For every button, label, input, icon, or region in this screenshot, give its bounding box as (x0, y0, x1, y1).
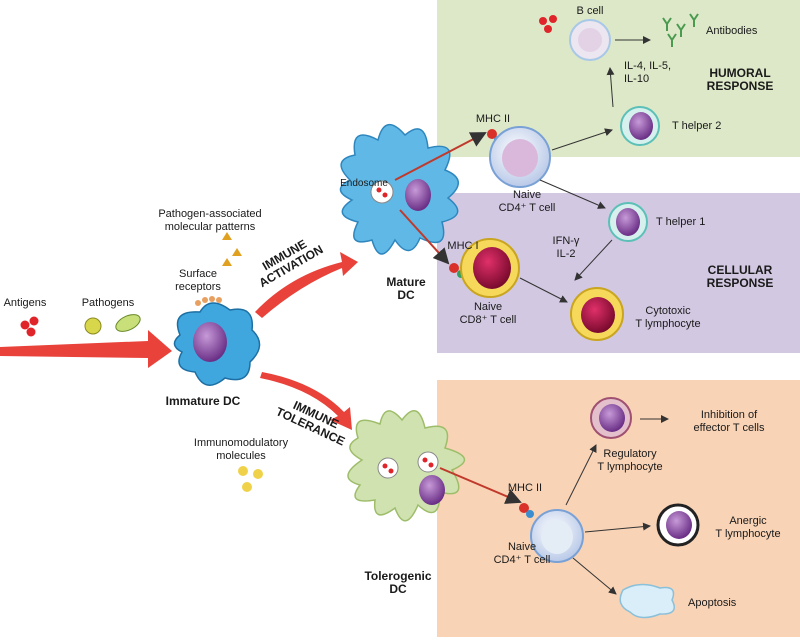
naive-cd8-cell (460, 238, 520, 298)
label-immunomodulatory-text: Immunomodulatory molecules (193, 437, 289, 462)
mhc2-transport-arrow (394, 132, 487, 181)
label-il-list-text: IL-4, IL-5, IL-10 (624, 60, 672, 85)
label-mhc1: MHC I (447, 240, 479, 252)
mhc1-transport-arrow (399, 209, 450, 265)
label-naive-cd4-bottom: Naive CD4⁺ T cell (486, 541, 558, 567)
t-helper-1-cell (608, 202, 648, 242)
label-immature-dc: Immature DC (165, 394, 241, 408)
label-humoral-response-text: HUMORAL RESPONSE (706, 66, 774, 93)
label-apoptosis: Apoptosis (688, 597, 737, 609)
arrow-cd4-th2 (551, 128, 613, 151)
label-naive-cd8-text: Naive CD8⁺ T cell (459, 301, 517, 326)
label-antigens: Antigens (3, 297, 47, 309)
mhc2-bottom-icon (519, 503, 534, 518)
label-surface-receptors-text: Surface receptors (175, 268, 221, 293)
label-naive-cd8: Naive CD8⁺ T cell (452, 301, 524, 327)
arrow-cd8-cytotoxic (519, 277, 568, 303)
label-tolerogenic-dc: Tolerogenic DC (358, 570, 438, 596)
antibody-icons (662, 13, 699, 47)
surface-receptor-icons (195, 296, 222, 306)
tolerance-arrow (260, 372, 352, 430)
activation-arrow (255, 252, 358, 318)
b-cell-antigen-dots (539, 15, 557, 33)
entry-arrow (0, 330, 172, 368)
label-surface-receptors: Surface receptors (168, 268, 228, 294)
arrow-th1-cytotoxic (574, 239, 613, 281)
arrow-th2-bcell (606, 67, 615, 108)
label-endosome: Endosome (340, 178, 388, 189)
regulatory-cell (590, 397, 632, 439)
label-cellular-response: CELLULAR RESPONSE (690, 264, 790, 290)
label-cytotoxic: Cytotoxic T lymphocyte (628, 305, 708, 331)
label-antibodies: Antibodies (706, 25, 758, 37)
naive-cd4-bottom-cell (530, 509, 584, 563)
label-immunomodulatory: Immunomodulatory molecules (185, 437, 297, 463)
tolerogenic-transport-arrow (439, 467, 522, 504)
pathogen-icon (84, 314, 141, 335)
antigen-dots (20, 316, 39, 337)
label-naive-cd4-top: Naive CD4⁺ T cell (491, 189, 563, 215)
arrow-cd4-regulatory (565, 444, 597, 506)
label-anergic: Anergic T lymphocyte (708, 515, 788, 541)
mature-dc-cell (339, 124, 459, 255)
arrow-cd4-anergic (584, 522, 651, 533)
label-inhibition: Inhibition of effector T cells (684, 409, 774, 435)
label-regulatory-text: Regulatory T lymphocyte (597, 448, 663, 473)
label-mhc2-bottom: MHC II (507, 482, 543, 494)
tolerogenic-dc-cell (347, 410, 465, 522)
b-cell (569, 19, 611, 61)
label-humoral-response: HUMORAL RESPONSE (690, 67, 790, 93)
label-il-list: IL-4, IL-5, IL-10 (624, 60, 688, 86)
label-mature-dc: Mature DC (384, 276, 428, 302)
anergic-cell (656, 503, 700, 547)
label-cytotoxic-text: Cytotoxic T lymphocyte (635, 305, 701, 330)
cytotoxic-cell (570, 287, 624, 341)
arrow-cd4-apoptosis (572, 557, 617, 595)
label-regulatory: Regulatory T lymphocyte (590, 448, 670, 474)
t-helper-2-cell (620, 106, 660, 146)
label-t-helper-2: T helper 2 (672, 120, 722, 132)
apoptosis-cell (619, 583, 675, 619)
label-inhibition-text: Inhibition of effector T cells (693, 409, 765, 434)
label-tolerogenic-dc-text: Tolerogenic DC (364, 569, 432, 596)
label-mhc2-top: MHC II (475, 113, 511, 125)
label-ifn-il2: IFN-γ IL-2 (544, 235, 588, 261)
label-b-cell: B cell (576, 5, 604, 17)
label-cellular-response-text: CELLULAR RESPONSE (706, 263, 774, 290)
label-mature-dc-text: Mature DC (386, 275, 426, 302)
label-anergic-text: Anergic T lymphocyte (715, 515, 781, 540)
arrow-cd4-th1 (539, 179, 606, 209)
label-t-helper-1: T helper 1 (656, 216, 706, 228)
label-pathogens: Pathogens (81, 297, 135, 309)
label-naive-cd4-bottom-text: Naive CD4⁺ T cell (493, 541, 551, 566)
label-ifn-il2-text: IFN-γ IL-2 (552, 235, 580, 260)
label-pamps-text: Pathogen-associated molecular patterns (158, 208, 262, 233)
label-pamps: Pathogen-associated molecular patterns (150, 208, 270, 234)
pamp-icons (222, 232, 242, 266)
immunomodulatory-dots (238, 466, 263, 492)
immature-dc-cell (173, 302, 261, 386)
humoral-panel (437, 0, 800, 157)
naive-cd4-top-cell (489, 126, 551, 188)
label-naive-cd4-top-text: Naive CD4⁺ T cell (498, 189, 556, 214)
